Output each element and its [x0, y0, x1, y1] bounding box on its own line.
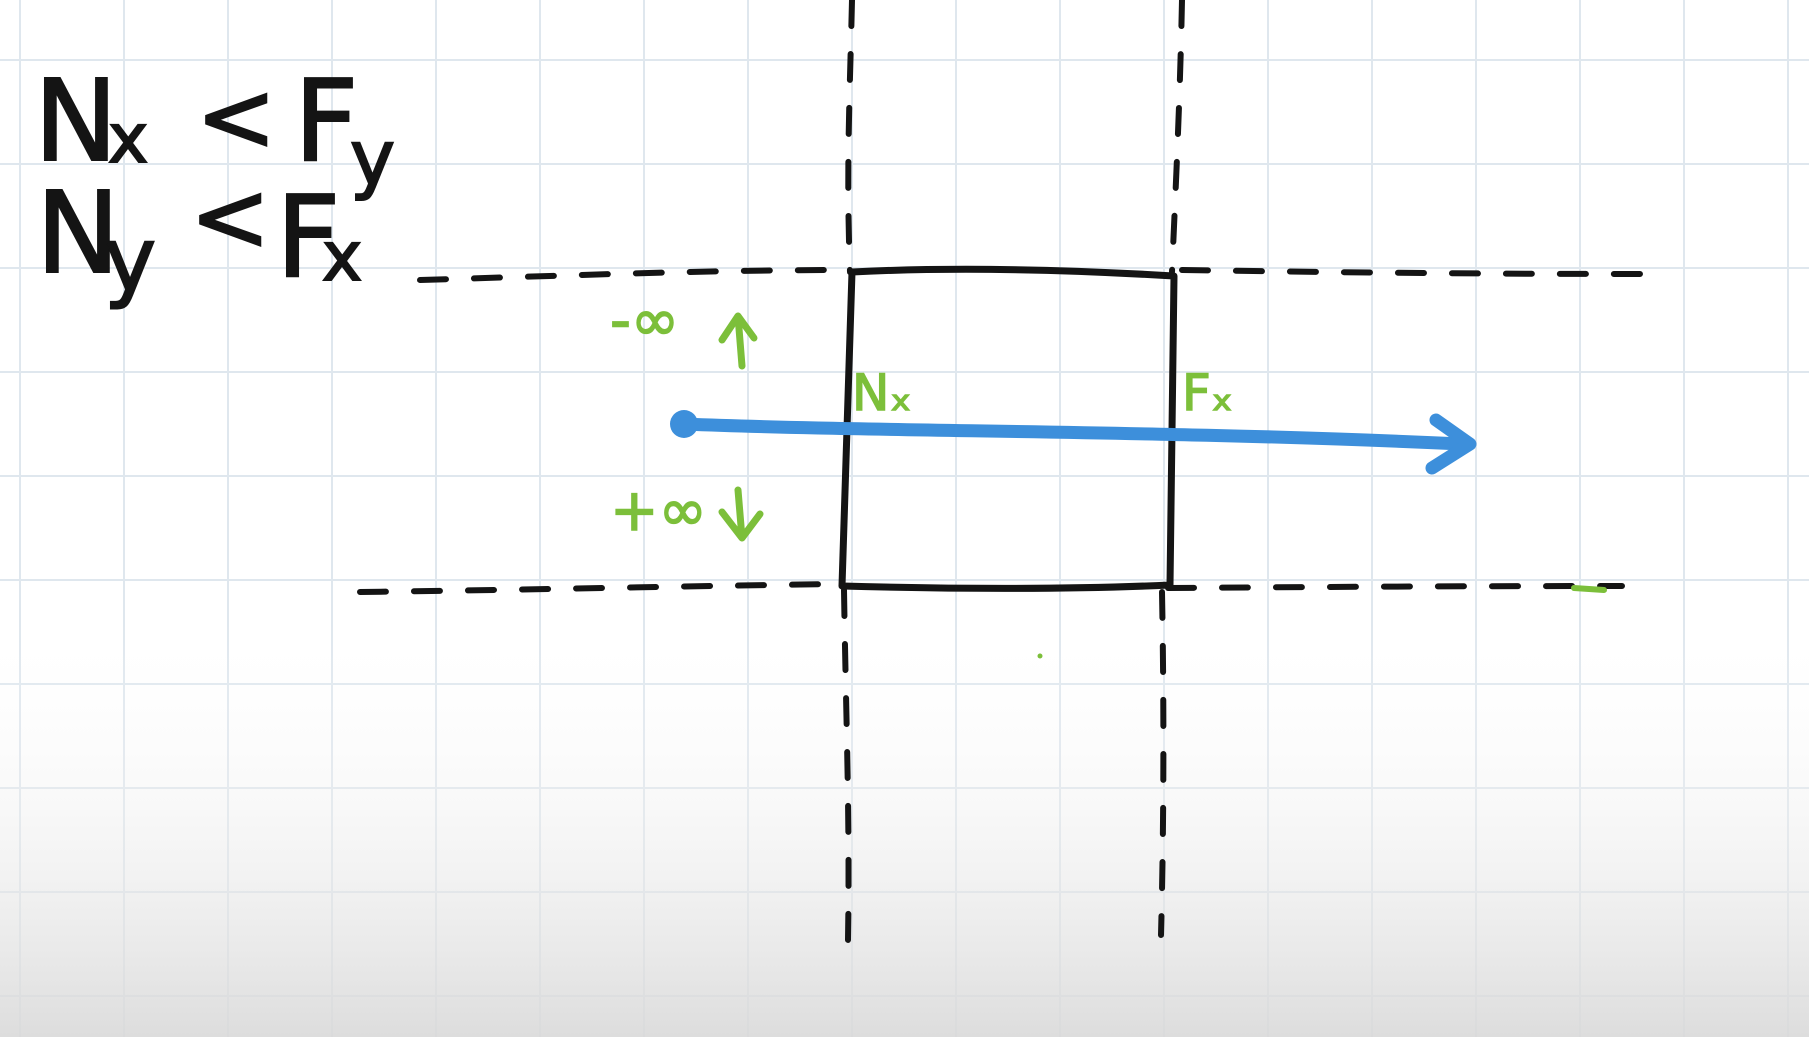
- horizontal-guide-bottom-right: [1165, 583, 1625, 591]
- ray: [670, 410, 1477, 475]
- label-near-x: Nₓ: [852, 364, 912, 422]
- direction-arrows: [718, 312, 764, 542]
- vertical-guide-far: [1169, 0, 1185, 275]
- guide-lines: [357, 0, 1643, 943]
- eq2-lhs-subscript: y: [104, 208, 156, 311]
- green-dash-mark: [1571, 585, 1607, 593]
- ray-line: [677, 417, 1469, 451]
- horizontal-guide-bottom-left: [357, 581, 841, 595]
- eq1-rhs-subscript: y: [350, 113, 395, 202]
- bottom-shadow: [0, 620, 1809, 1037]
- label-minus-infinity: -∞: [610, 286, 679, 354]
- vertical-guide-far-lower: [1158, 589, 1167, 938]
- eq1-lhs: N: [34, 57, 118, 187]
- down-arrow: [718, 486, 764, 542]
- label-plus-infinity: +∞: [610, 476, 707, 544]
- label-far-x: Fₓ: [1182, 364, 1233, 422]
- vertical-guide-near: [845, 0, 855, 275]
- eq1-lhs-subscript: x: [108, 100, 148, 179]
- eq2-operator: <: [190, 161, 270, 273]
- eq1-rhs: F: [294, 57, 358, 187]
- equation-line-1: N x < F y: [33, 56, 396, 203]
- eq2-rhs-subscript: x: [322, 218, 362, 297]
- horizontal-guide-top-left: [417, 267, 848, 283]
- green-labels: -∞ +∞ Nₓ Fₓ: [609, 285, 1233, 545]
- vertical-guide-near-lower: [841, 587, 852, 943]
- horizontal-guide-top-right: [1179, 267, 1643, 277]
- eq2-rhs: F: [276, 173, 340, 303]
- ray-arrowhead: [1425, 413, 1477, 475]
- equation-line-2: N y < F x: [35, 160, 363, 312]
- up-arrow: [718, 312, 758, 370]
- green-dot: [1037, 653, 1043, 659]
- bounding-box: [838, 265, 1178, 592]
- eq1-operator: <: [196, 61, 276, 173]
- eq2-lhs: N: [36, 169, 120, 299]
